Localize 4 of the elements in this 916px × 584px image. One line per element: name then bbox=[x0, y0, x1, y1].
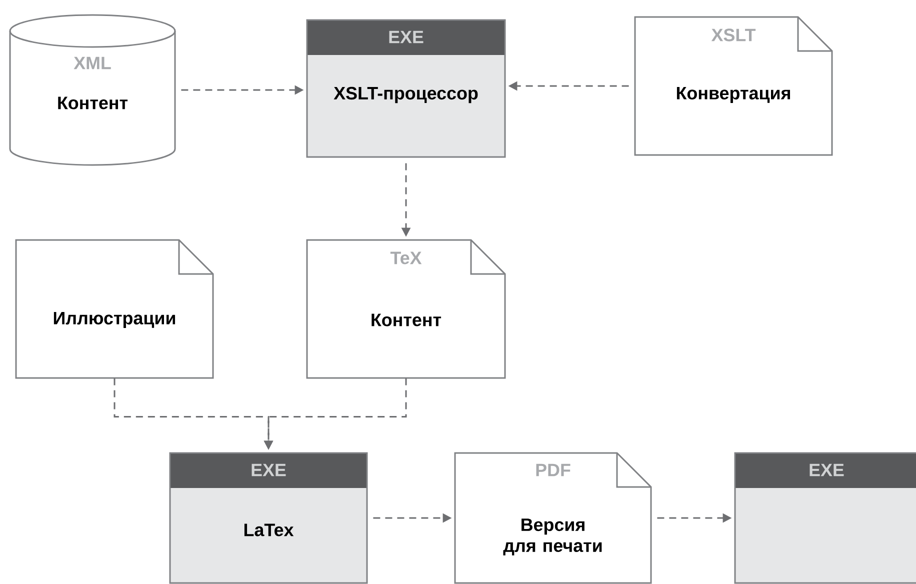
program-box: EXE LaTex bbox=[169, 452, 368, 584]
program-box: EXE XSLT-процессор bbox=[306, 19, 506, 158]
database-cylinder: XML Контент bbox=[9, 14, 176, 166]
program-box: EXE bbox=[734, 452, 916, 584]
